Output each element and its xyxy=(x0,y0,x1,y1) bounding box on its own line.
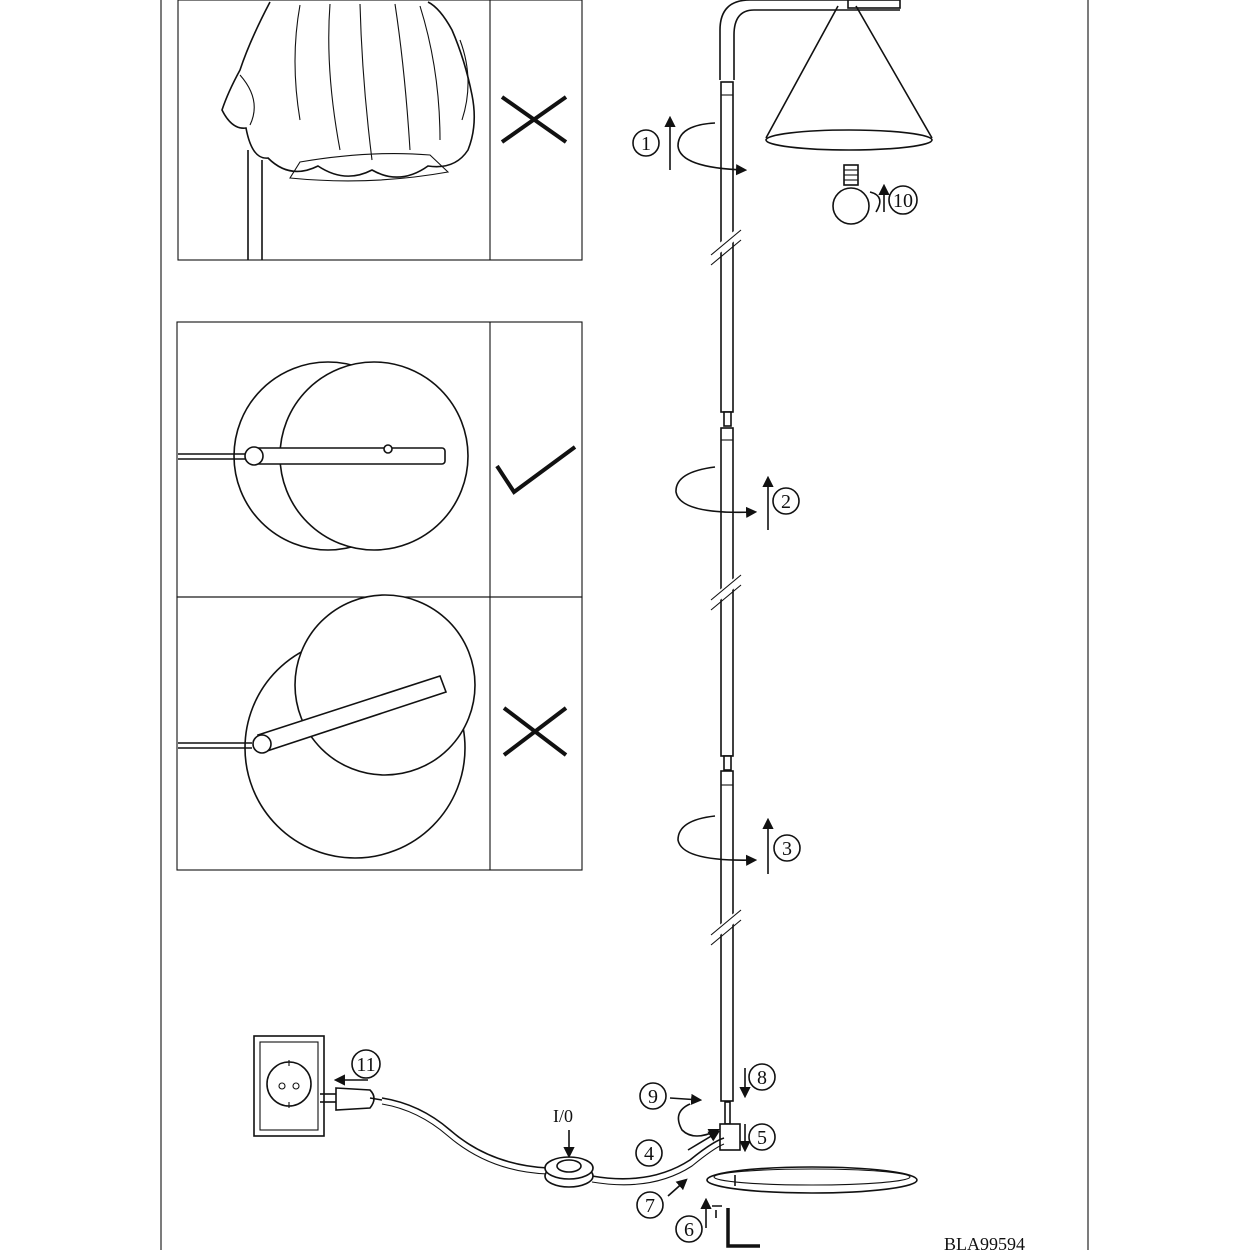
step-callout-1: 1 xyxy=(632,129,660,157)
step-callout-11: 11 xyxy=(351,1049,381,1079)
rotate-arrow-icon xyxy=(869,183,890,213)
foot-switch-icon xyxy=(544,1156,594,1188)
step-number: 10 xyxy=(893,190,913,212)
step-number: 5 xyxy=(757,1127,767,1149)
arrow-icon xyxy=(667,1178,688,1197)
document-code: BLA99594 xyxy=(944,1234,1025,1250)
step-callout-3: 3 xyxy=(773,834,801,862)
panel-shade-covered xyxy=(177,0,583,261)
arrow-icon xyxy=(687,1130,720,1151)
base-plate xyxy=(706,1166,918,1194)
step-number: 9 xyxy=(648,1086,658,1108)
allen-key-icon xyxy=(726,1208,760,1248)
step-callout-9: 9 xyxy=(639,1082,667,1110)
wall-socket-icon xyxy=(253,1035,325,1137)
panel-base-aligned xyxy=(176,321,583,598)
step-callout-2: 2 xyxy=(772,487,800,515)
floor-lamp xyxy=(706,0,933,1248)
rotate-arrow-icon xyxy=(675,466,774,530)
step-number: 3 xyxy=(782,838,792,860)
break-mark xyxy=(710,574,742,611)
arrow-icon xyxy=(677,1103,721,1140)
wrong-mark-icon xyxy=(500,95,568,144)
step-number: 1 xyxy=(641,133,651,155)
power-cord xyxy=(381,1097,549,1169)
switch-label: I/0 xyxy=(553,1106,573,1126)
correct-mark-icon xyxy=(495,445,577,495)
step-number: 2 xyxy=(781,491,791,513)
step-callout-6: 6 xyxy=(675,1215,703,1243)
step-number: 7 xyxy=(645,1195,655,1217)
rotate-arrow-icon xyxy=(664,115,748,176)
cloth-drape xyxy=(221,1,476,178)
step-number: 6 xyxy=(684,1219,694,1241)
rotate-arrow-icon xyxy=(677,815,774,874)
step-callout-10: 10 xyxy=(888,185,918,215)
bulb-icon xyxy=(832,164,870,225)
arrow-icon xyxy=(669,1093,703,1105)
step-callout-4: 4 xyxy=(635,1139,663,1167)
break-mark xyxy=(710,909,742,946)
lamp-shade xyxy=(765,5,933,151)
step-callout-8: 8 xyxy=(748,1063,776,1091)
plug-icon xyxy=(320,1087,383,1111)
step-callout-5: 5 xyxy=(748,1123,776,1151)
break-mark xyxy=(710,229,742,266)
step-callout-7: 7 xyxy=(636,1191,664,1219)
step-number: 11 xyxy=(356,1054,375,1076)
panel-base-misaligned xyxy=(176,594,583,871)
step-number: 8 xyxy=(757,1067,767,1089)
step-number: 4 xyxy=(644,1143,654,1165)
wrong-mark-icon-2 xyxy=(502,706,568,757)
